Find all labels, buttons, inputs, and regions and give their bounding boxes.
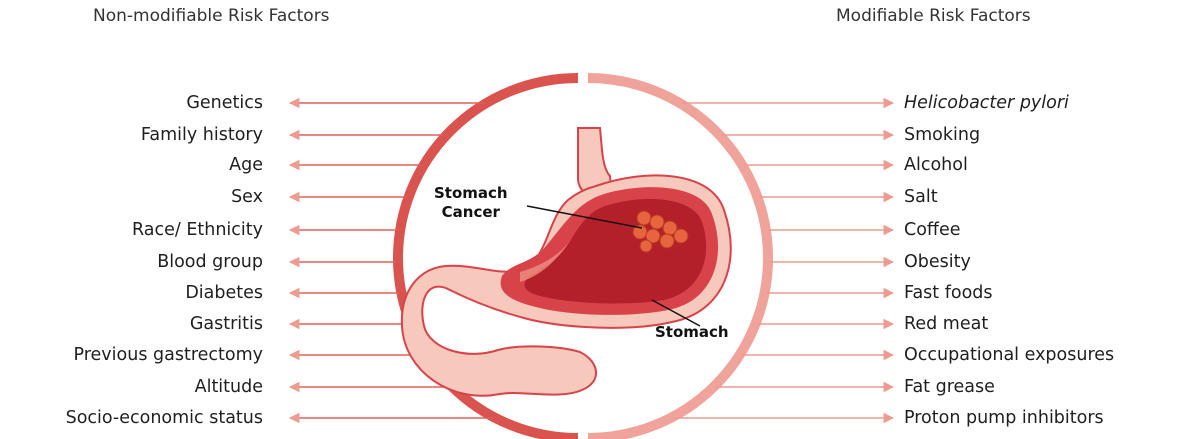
risk-factor-gastritis: Gastritis xyxy=(190,313,263,335)
non-modifiable-heading: Non-modifiable Risk Factors xyxy=(93,6,330,26)
stomach-cancer-label: Stomach Cancer xyxy=(434,184,508,222)
risk-factor-fat-grease: Fat grease xyxy=(904,376,995,398)
modifiable-heading: Modifiable Risk Factors xyxy=(836,6,1031,26)
stomach-illustration xyxy=(402,128,731,396)
risk-factor-fast-foods: Fast foods xyxy=(904,282,993,304)
risk-factor-salt: Salt xyxy=(904,186,938,208)
risk-factor-alcohol: Alcohol xyxy=(904,154,968,176)
risk-factor-coffee: Coffee xyxy=(904,219,961,241)
risk-factor-sex: Sex xyxy=(231,186,263,208)
risk-factor-socio-economic-status: Socio-economic status xyxy=(66,407,263,429)
risk-factor-family-history: Family history xyxy=(141,124,263,146)
risk-factor-altitude: Altitude xyxy=(195,376,263,398)
risk-factor-diabetes: Diabetes xyxy=(185,282,263,304)
risk-factor-proton-pump-inhibitors: Proton pump inhibitors xyxy=(904,407,1104,429)
stomach-label: Stomach xyxy=(655,323,729,342)
risk-factor-blood-group: Blood group xyxy=(157,251,263,273)
risk-factor-smoking: Smoking xyxy=(904,124,980,146)
risk-factor-helicobacter-pylori: Helicobacter pylori xyxy=(904,92,1069,114)
risk-factor-age: Age xyxy=(229,154,263,176)
stomach-cancer-label-line2: Cancer xyxy=(434,203,508,222)
stomach-cancer-label-line1: Stomach xyxy=(434,184,508,203)
risk-factor-race-ethnicity: Race/ Ethnicity xyxy=(132,219,263,241)
risk-factor-genetics: Genetics xyxy=(186,92,263,114)
risk-factor-obesity: Obesity xyxy=(904,251,971,273)
risk-factor-occupational-exposures: Occupational exposures xyxy=(904,344,1114,366)
risk-factor-red-meat: Red meat xyxy=(904,313,988,335)
risk-factor-previous-gastrectomy: Previous gastrectomy xyxy=(73,344,263,366)
